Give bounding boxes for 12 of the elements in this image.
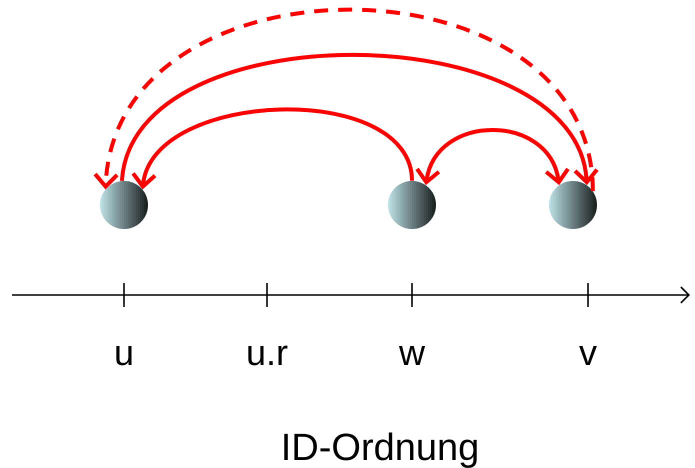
ball bbox=[100, 181, 148, 229]
arc-arrow bbox=[94, 8, 595, 192]
axis-label: w bbox=[398, 346, 426, 365]
arc-arrow bbox=[415, 128, 570, 186]
arc-arrow bbox=[131, 108, 414, 190]
arc-arrow bbox=[120, 53, 599, 186]
axis-label: u bbox=[116, 346, 132, 366]
ball bbox=[388, 181, 436, 229]
ball bbox=[549, 181, 597, 229]
axis-label: u.r bbox=[248, 346, 288, 366]
axis-label: v bbox=[579, 346, 597, 365]
caption: ID-Ordnung bbox=[284, 432, 477, 468]
